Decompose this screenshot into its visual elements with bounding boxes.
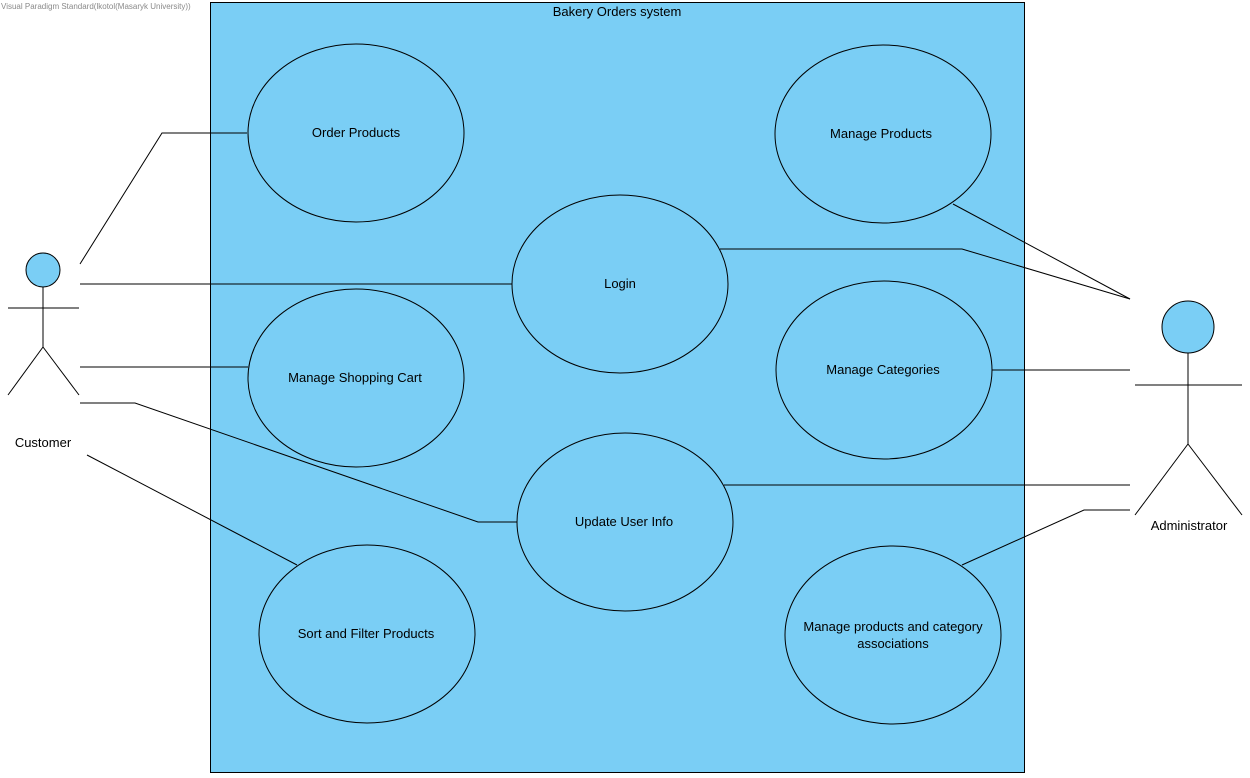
assoc-customer-sort-filter: [86, 454, 298, 566]
use-case-label-line1: Manage products and category: [803, 619, 983, 634]
associations: [79, 132, 1131, 566]
assoc-admin-manage-products: [952, 203, 1131, 300]
actor-administrator[interactable]: Administrator: [1134, 300, 1243, 533]
use-case-sort-filter-products[interactable]: Sort and Filter Products: [258, 544, 476, 724]
use-case-label: Manage Categories: [826, 362, 940, 377]
actor-head: [1161, 300, 1215, 354]
use-case-label: Sort and Filter Products: [298, 626, 435, 641]
use-case-manage-associations[interactable]: Manage products and category association…: [784, 545, 1002, 725]
use-case-update-user-info[interactable]: Update User Info: [516, 432, 734, 612]
use-case-manage-products[interactable]: Manage Products: [774, 44, 992, 224]
assoc-customer-update-user-info: [80, 402, 517, 523]
use-case-label: Order Products: [312, 125, 401, 140]
use-case-label: Manage Shopping Cart: [288, 370, 422, 385]
use-case-label: Login: [604, 276, 636, 291]
use-case-login[interactable]: Login: [511, 194, 729, 374]
use-case-manage-categories[interactable]: Manage Categories: [775, 280, 993, 460]
use-case-label: Update User Info: [575, 514, 673, 529]
actor-head: [25, 252, 61, 288]
use-case-label: Manage Products: [830, 126, 932, 141]
watermark-text: Visual Paradigm Standard(lkotol(Masaryk …: [1, 2, 191, 11]
use-case-order-products[interactable]: Order Products: [247, 43, 465, 223]
assoc-customer-order-products: [79, 132, 247, 265]
assoc-admin-login: [720, 248, 1131, 300]
use-case-label-line2: associations: [857, 636, 929, 651]
system-title: Bakery Orders system: [553, 4, 682, 19]
actor-label: Administrator: [1151, 518, 1228, 533]
assoc-admin-manage-assoc: [961, 509, 1130, 566]
actor-customer[interactable]: Customer: [7, 252, 80, 450]
use-case-manage-shopping-cart[interactable]: Manage Shopping Cart: [247, 288, 465, 468]
actor-label: Customer: [15, 435, 72, 450]
